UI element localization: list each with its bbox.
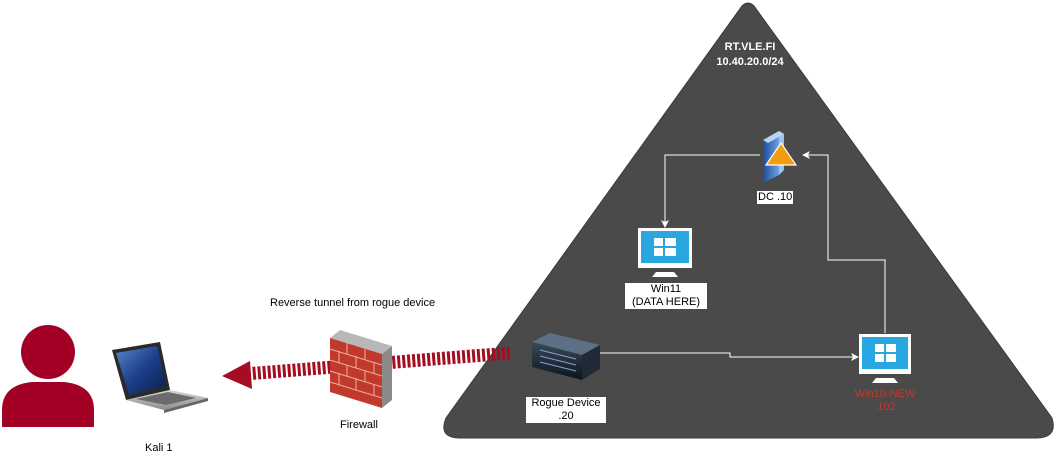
win10-label-line1: Win10-NEW <box>854 388 916 400</box>
domain-subnet-label: 10.40.20.0/24 <box>716 56 784 68</box>
win11-label-line2: (DATA HERE) <box>631 296 701 308</box>
win10-label: Win10-NEW .102 <box>840 388 930 414</box>
win11-monitor-icon <box>638 228 692 277</box>
rogue-device-label: Rogue Device .20 <box>526 397 606 423</box>
connector-rogue-to-win10 <box>600 352 859 361</box>
domain-controller-icon <box>763 131 798 183</box>
domain-triangle <box>443 2 1054 439</box>
laptop-icon <box>112 342 208 413</box>
kali-label: Kali 1 <box>145 442 173 454</box>
win10-monitor-icon <box>859 334 911 383</box>
dc-label: DC .10 <box>757 191 794 204</box>
win11-label: Win11 (DATA HERE) <box>625 283 707 309</box>
tunnel-label: Reverse tunnel from rogue device <box>270 297 436 309</box>
user-icon <box>2 325 94 427</box>
connector-win10-to-dc <box>802 151 886 333</box>
domain-name-label: RT.VLE.FI <box>724 41 776 53</box>
rogue-server-icon <box>532 333 600 380</box>
firewall-icon <box>329 330 392 408</box>
win11-label-line1: Win11 <box>650 283 682 295</box>
connector-dc-to-win11 <box>661 154 760 228</box>
rogue-device-label-line1: Rogue Device <box>531 397 601 409</box>
firewall-label: Firewall <box>340 419 378 431</box>
win10-label-line2: .102 <box>874 401 896 413</box>
rogue-device-label-line2: .20 <box>558 410 574 422</box>
